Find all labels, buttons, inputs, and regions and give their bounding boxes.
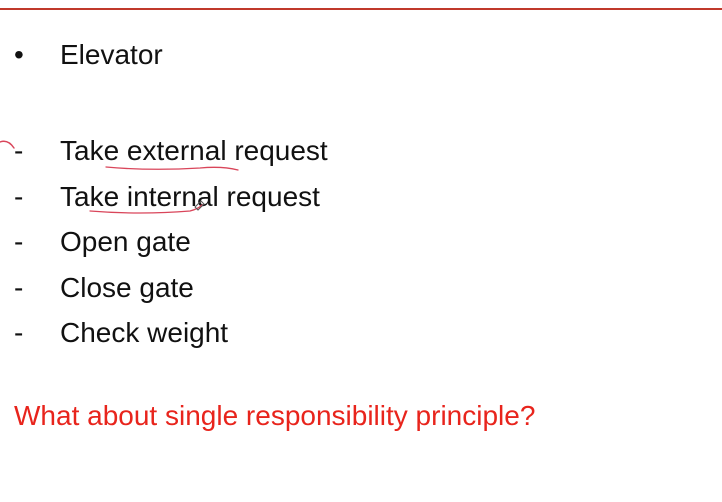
list-item: - Take external request	[14, 128, 328, 174]
heading-bullet: • Elevator	[14, 38, 163, 72]
dash-marker: -	[14, 180, 24, 212]
list-item-text: Close gate	[60, 271, 194, 303]
question-text: What about single responsibility princip…	[14, 400, 536, 431]
list-item-text: Open gate	[60, 226, 191, 257]
list-item: - Check weight	[14, 310, 328, 356]
top-divider-line	[0, 8, 722, 10]
heading-text: Elevator	[60, 39, 163, 70]
dash-marker: -	[14, 226, 24, 257]
list-item: - Open gate	[14, 219, 328, 265]
dash-marker: -	[14, 135, 24, 166]
list-item-text: Take internal request	[60, 180, 320, 212]
list-item: - Close gate	[14, 265, 328, 311]
list-item: - Take internal request	[14, 174, 328, 220]
dash-marker: -	[14, 317, 24, 348]
bullet-marker: •	[14, 39, 24, 70]
pen-tick-mark	[0, 140, 15, 149]
dash-marker: -	[14, 271, 24, 303]
responsibility-list: - Take external request - Take internal re…	[14, 128, 328, 356]
list-item-text: Take external request	[60, 135, 328, 166]
list-item-text: Check weight	[60, 317, 229, 348]
